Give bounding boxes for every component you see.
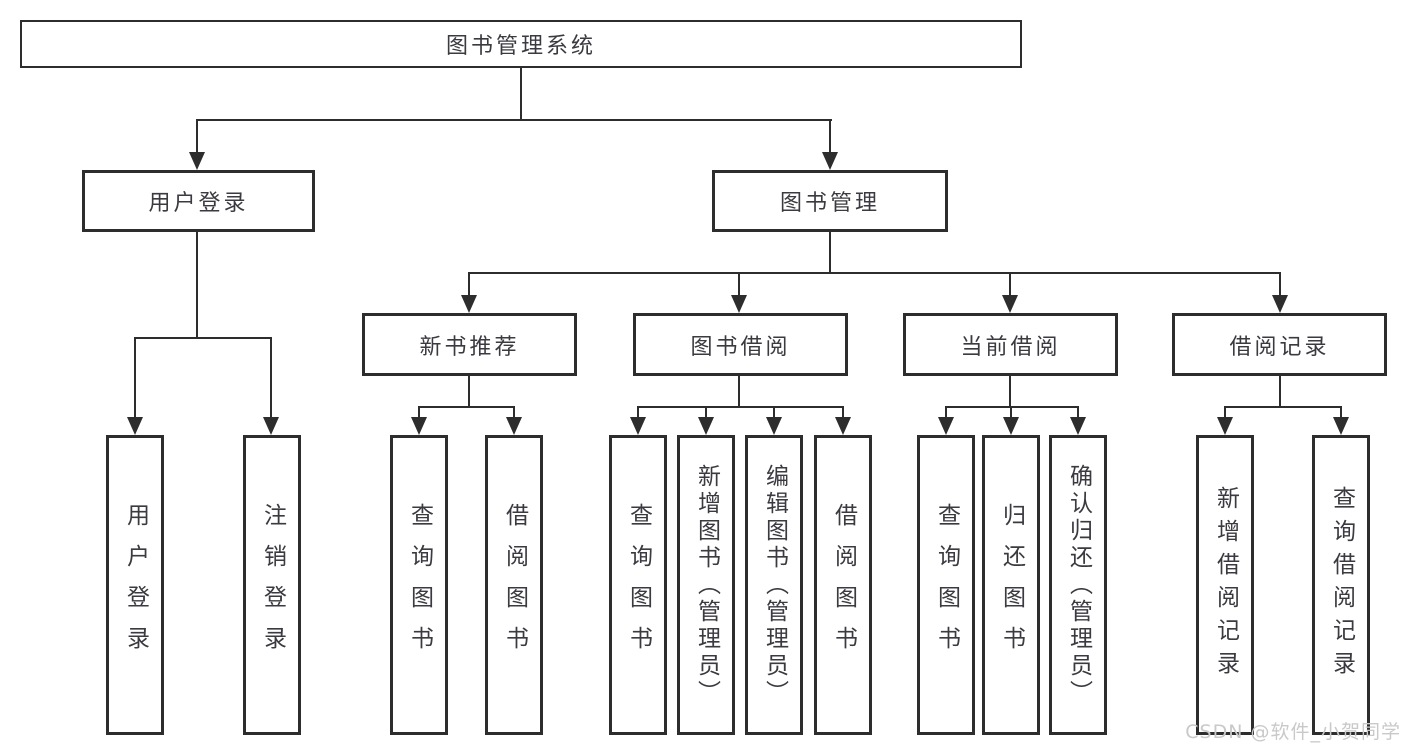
leaf-logout: 注销登录 [243, 435, 301, 735]
node-new-book-recommend: 新书推荐 [362, 313, 577, 376]
leaf-add-borrow-record: 新增借阅记录 [1196, 435, 1254, 735]
csdn-watermark: CSDN @软件_小贺同学 [1185, 721, 1401, 743]
leaf-return-book: 归还图书 [982, 435, 1040, 735]
node-book-management: 图书管理 [712, 170, 948, 232]
node-label: 确认归还（管理员） [1065, 463, 1092, 707]
node-label: 注销登录 [259, 503, 286, 667]
node-label: 图书借阅 [690, 334, 791, 360]
node-label: 用户登录 [148, 191, 249, 216]
node-label: 借阅图书 [501, 503, 528, 667]
node-label: 查询图书 [406, 503, 433, 667]
leaf-borrow-books-recommend: 借阅图书 [485, 435, 543, 735]
node-label: 归还图书 [998, 503, 1025, 667]
node-user-login-group: 用户登录 [82, 170, 315, 232]
node-label: 查询借阅记录 [1328, 486, 1355, 684]
node-label: 借阅记录 [1229, 334, 1330, 360]
node-label: 当前借阅 [960, 334, 1061, 360]
node-label: 新书推荐 [419, 334, 520, 360]
node-book-borrow: 图书借阅 [633, 313, 848, 376]
node-label: 编辑图书（管理员） [761, 463, 788, 707]
leaf-borrow-books: 借阅图书 [814, 435, 872, 735]
leaf-query-books-borrow: 查询图书 [609, 435, 667, 735]
node-label: 借阅图书 [830, 503, 857, 667]
node-label: 查询图书 [933, 503, 960, 667]
node-library-management-system: 图书管理系统 [20, 20, 1022, 68]
node-label: 新增借阅记录 [1212, 486, 1239, 684]
leaf-query-borrow-record: 查询借阅记录 [1312, 435, 1370, 735]
leaf-query-books-current: 查询图书 [917, 435, 975, 735]
node-label: 用户登录 [122, 503, 149, 667]
leaf-user-login: 用户登录 [106, 435, 164, 735]
leaf-query-books-recommend: 查询图书 [390, 435, 448, 735]
node-label: 图书管理系统 [445, 34, 596, 59]
node-label: 查询图书 [625, 503, 652, 667]
leaf-edit-book-admin: 编辑图书（管理员） [745, 435, 803, 735]
leaf-add-book-admin: 新增图书（管理员） [677, 435, 735, 735]
node-label: 图书管理 [779, 191, 880, 216]
leaf-confirm-return-admin: 确认归还（管理员） [1049, 435, 1107, 735]
node-current-borrow: 当前借阅 [903, 313, 1118, 376]
node-borrow-records: 借阅记录 [1172, 313, 1387, 376]
node-label: 新增图书（管理员） [693, 463, 720, 707]
